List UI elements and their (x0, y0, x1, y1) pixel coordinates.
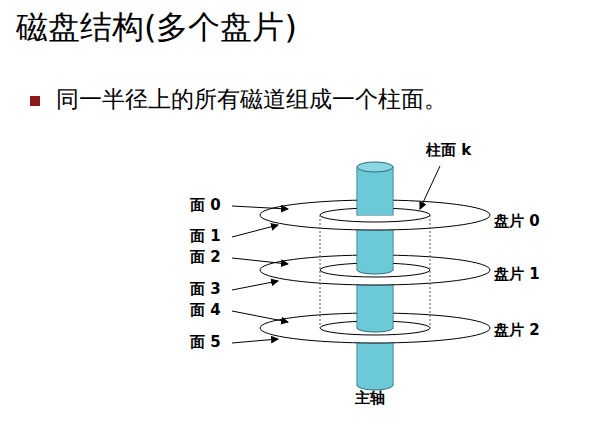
surface-label: 面 5 (190, 333, 221, 352)
slide-title: 磁盘结构(多个盘片) (16, 6, 297, 50)
surface-label: 面 4 (190, 301, 221, 320)
platter-label: 盘片 2 (494, 321, 540, 340)
cylinder-label: 柱面 k (426, 141, 471, 160)
platter-label: 盘片 0 (494, 212, 540, 231)
cylinder-outline (320, 215, 430, 328)
surface-label: 面 3 (190, 280, 221, 299)
bullet-square (30, 96, 40, 106)
surface-label: 面 2 (190, 248, 221, 267)
surface-label: 面 1 (190, 227, 221, 246)
bullet-text: 同一半径上的所有磁道组成一个柱面。 (56, 84, 447, 115)
leader-lines (232, 166, 440, 343)
surface-label: 面 0 (190, 196, 221, 215)
spindle-label: 主轴 (355, 389, 385, 408)
platter-label: 盘片 1 (494, 265, 540, 284)
spindle-segment (357, 162, 393, 215)
